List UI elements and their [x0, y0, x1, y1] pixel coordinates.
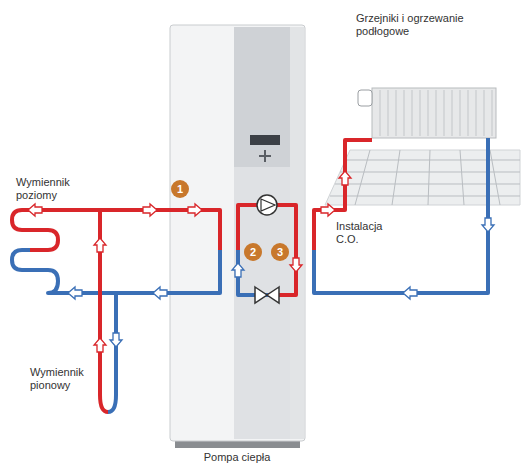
radiator: [372, 88, 496, 138]
supply-pipe: [238, 205, 296, 295]
part-label: Wymiennik poziomy: [16, 176, 86, 202]
return-pipe: [314, 138, 488, 293]
callout-number: 3: [271, 243, 289, 261]
radiator-fins: [380, 90, 492, 136]
flow-arrow: [28, 204, 42, 216]
compressor-symbol: [257, 195, 277, 215]
flow-arrow: [94, 238, 106, 252]
part-label: Instalacja C.O.: [336, 220, 398, 246]
cabinet-panel: [234, 27, 290, 439]
supply-pipe: [12, 210, 220, 250]
floor: [325, 150, 520, 205]
part-label: Pompa ciepła: [187, 451, 287, 464]
cabinet-body: [170, 25, 305, 441]
expansion-valve-symbol: [267, 287, 279, 303]
flow-arrow: [143, 204, 157, 216]
part-label: Grzejniki i ogrzewanie podłogowe: [356, 12, 496, 38]
return-pipe: [108, 293, 116, 412]
thermostat-head: [358, 90, 372, 106]
cabinet-panel-top: [234, 27, 290, 167]
flow-arrow: [290, 258, 302, 272]
flow-arrow: [232, 263, 244, 277]
callout-number: 2: [244, 243, 262, 261]
callout-number: 1: [171, 180, 189, 198]
flow-arrow: [110, 333, 122, 347]
floor-heating-grid: [330, 150, 520, 205]
flow-arrow: [321, 204, 335, 216]
part-label: Wymiennik pionowy: [30, 366, 92, 392]
control-icon: [259, 150, 271, 162]
flow-arrow: [94, 338, 106, 352]
flow-arrow: [403, 287, 417, 299]
flow-arrow: [68, 287, 82, 299]
compressor-symbol: [261, 199, 275, 211]
return-pipe: [12, 250, 220, 293]
display: [250, 135, 280, 145]
flow-arrow: [153, 287, 167, 299]
flow-arrow: [188, 204, 202, 216]
flow-arrow: [482, 218, 494, 232]
expansion-valve-symbol: [255, 287, 267, 303]
flow-arrow: [339, 171, 351, 185]
